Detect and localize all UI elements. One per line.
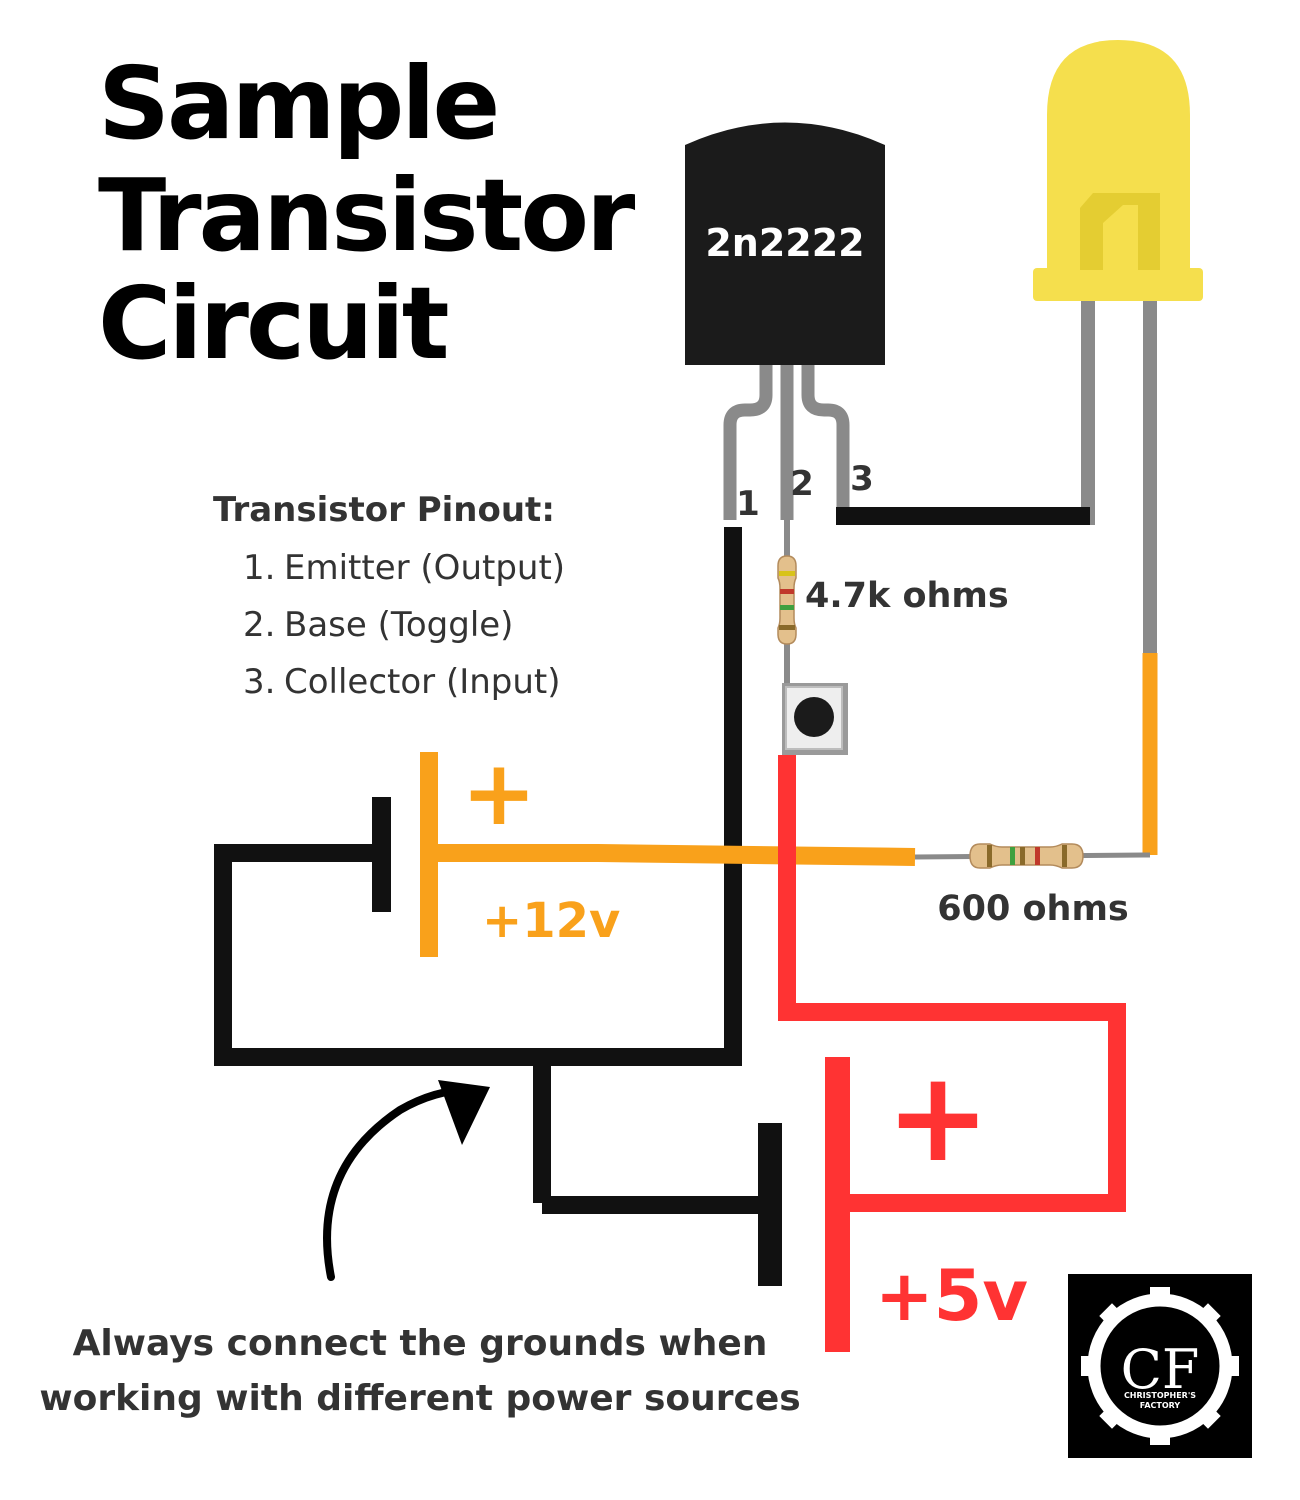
logo-line-2: FACTORY: [1140, 1401, 1181, 1410]
band-c: [1020, 847, 1025, 865]
band-4: [779, 625, 795, 630]
battery-12v-positive-plate: [420, 752, 438, 957]
led-cathode-lead: [1081, 295, 1095, 525]
pinout-item-2-text: Base (Toggle): [284, 605, 513, 645]
emitter-leg: [723, 360, 773, 520]
title-line-1: Sample: [98, 45, 497, 162]
page-title: Sample Transistor Circuit: [98, 45, 639, 382]
arrow-head-icon: [438, 1080, 490, 1145]
note-line-1: Always connect the grounds when: [73, 1323, 768, 1364]
led: [1033, 40, 1203, 655]
wire-5v-supply: [778, 755, 1126, 1212]
button-cap: [794, 697, 834, 737]
transistor-model-label: 2n2222: [705, 221, 864, 265]
band-d: [1035, 847, 1040, 865]
transistor-body: [685, 122, 885, 365]
led-anode-lead: [1143, 295, 1157, 655]
wire-12v-supply: [430, 844, 916, 866]
ground-note: Always connect the grounds when working …: [39, 1080, 801, 1419]
led-rim: [1033, 268, 1203, 301]
note-line-2: working with different power sources: [39, 1378, 800, 1419]
pinout-item-1-number: 1.: [243, 548, 275, 588]
pinout-item-1-text: Emitter (Output): [284, 548, 565, 588]
base-resistor-label: 4.7k ohms: [805, 576, 1009, 616]
pin-number-2: 2: [790, 464, 814, 504]
band-3: [780, 605, 794, 610]
brand-logo: CF CHRISTOPHER'S FACTORY: [1068, 1274, 1252, 1458]
pin-number-3: 3: [850, 459, 874, 499]
pinout-item-3-text: Collector (Input): [284, 662, 561, 702]
battery-5v-positive-plate: [825, 1057, 850, 1352]
wire-ground-12v: [214, 527, 742, 1066]
battery-5v-negative-plate: [758, 1123, 782, 1286]
led-anvil: [1080, 193, 1160, 270]
logo-letters: CF: [1121, 1338, 1200, 1401]
battery-12v-plus-sign: +: [461, 741, 536, 846]
transistor-legs: [723, 360, 850, 522]
band-a: [987, 845, 992, 867]
battery-5v-plus-sign: +: [886, 1045, 991, 1190]
battery-12v-negative-plate: [372, 797, 391, 912]
led-dome: [1047, 40, 1190, 270]
base-resistor: 4.7k ohms: [777, 555, 1009, 645]
band-2: [780, 589, 794, 594]
pinout-item-3-number: 3.: [243, 662, 275, 702]
led-resistor: 600 ohms: [914, 843, 1151, 929]
base-resistor-body: [777, 555, 797, 645]
pinout-item-2-number: 2.: [243, 605, 275, 645]
battery-12v: + +12v: [372, 741, 620, 957]
led-resistor-body: [969, 843, 1084, 869]
pinout-heading: Transistor Pinout:: [213, 490, 555, 530]
battery-5v: + +5v: [758, 1045, 1028, 1352]
title-line-2: Transistor: [98, 157, 636, 274]
battery-5v-voltage-label: +5v: [875, 1255, 1028, 1337]
transistor: 2n2222 1 2 3: [685, 122, 885, 524]
pin-number-1: 1: [736, 484, 760, 524]
band-1: [779, 571, 795, 576]
band-b: [1010, 847, 1015, 865]
push-button: [782, 683, 848, 755]
pinout-legend: Transistor Pinout: 1. Emitter (Output) 2…: [213, 490, 565, 702]
band-e: [1062, 845, 1067, 867]
battery-12v-voltage-label: +12v: [482, 893, 620, 949]
title-line-3: Circuit: [98, 265, 448, 382]
logo-line-1: CHRISTOPHER'S: [1124, 1391, 1196, 1400]
led-resistor-label: 600 ohms: [937, 889, 1129, 929]
collector-leg: [801, 360, 850, 522]
